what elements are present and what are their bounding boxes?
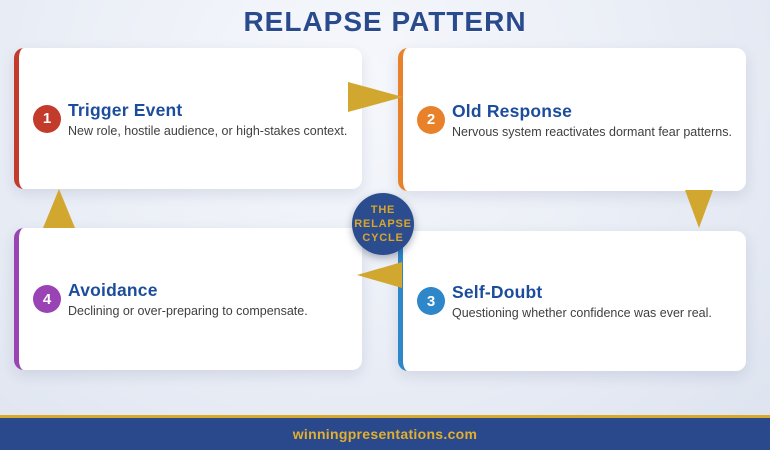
card-description: Declining or over-preparing to compensat… bbox=[68, 304, 308, 318]
card-text: Self-Doubt Questioning whether confidenc… bbox=[452, 282, 712, 320]
step-number-badge: 4 bbox=[33, 285, 61, 313]
step-number-badge: 3 bbox=[417, 287, 445, 315]
footer-accent-line bbox=[0, 415, 770, 418]
cycle-label-line1: THE bbox=[370, 203, 396, 216]
step-number-badge: 1 bbox=[33, 104, 61, 133]
card-avoidance: 4 Avoidance Declining or over-preparing … bbox=[14, 228, 362, 370]
card-text: Avoidance Declining or over-preparing to… bbox=[68, 280, 308, 318]
cycle-arrow-up-icon bbox=[43, 189, 75, 228]
cycle-arrow-down-icon bbox=[685, 190, 713, 228]
card-text: Trigger Event New role, hostile audience… bbox=[68, 100, 347, 138]
card-description: Questioning whether confidence was ever … bbox=[452, 306, 712, 320]
footer-website: winningpresentations.com bbox=[292, 426, 478, 442]
cycle-label-line3: CYCLE bbox=[362, 232, 404, 245]
card-description: New role, hostile audience, or high-stak… bbox=[68, 123, 348, 138]
cycle-arrow-left-icon bbox=[357, 262, 402, 288]
card-heading: Self-Doubt bbox=[452, 282, 543, 302]
card-description: Nervous system reactivates dormant fear … bbox=[452, 124, 732, 139]
cycle-arrow-right-icon bbox=[348, 82, 403, 112]
card-heading: Avoidance bbox=[68, 280, 158, 300]
card-self-doubt: 3 Self-Doubt Questioning whether confide… bbox=[398, 231, 746, 371]
footer-bar: winningpresentations.com bbox=[0, 418, 770, 450]
card-old-response: 2 Old Response Nervous system reactivate… bbox=[398, 48, 746, 191]
card-heading: Old Response bbox=[452, 100, 573, 121]
card-text: Old Response Nervous system reactivates … bbox=[452, 101, 732, 139]
cycle-label-line2: RELAPSE bbox=[354, 217, 412, 230]
step-number-badge: 2 bbox=[417, 105, 445, 134]
page-title: RELAPSE PATTERN bbox=[243, 6, 527, 37]
card-heading: Trigger Event bbox=[68, 99, 183, 120]
card-trigger-event: 1 Trigger Event New role, hostile audien… bbox=[14, 48, 362, 189]
cycle-center-badge: THE RELAPSE CYCLE bbox=[352, 193, 414, 255]
